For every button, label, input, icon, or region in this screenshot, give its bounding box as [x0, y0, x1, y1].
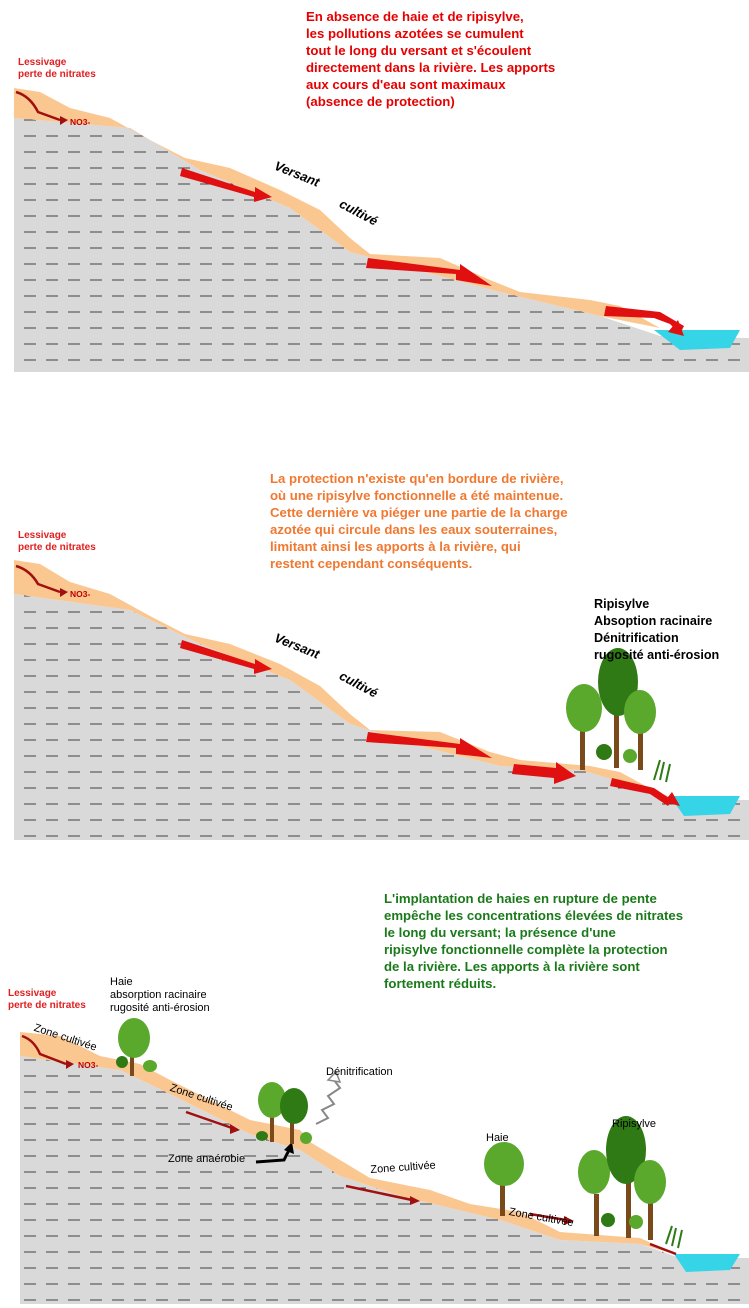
hedge-lower-trees: [484, 1142, 524, 1216]
ripisylve-functions-label: Ripisylve Absoption racinaire Dénitrific…: [594, 597, 720, 662]
river-water: [670, 796, 740, 816]
denitrification-zigzag: [315, 1079, 342, 1125]
arrow-3: [604, 306, 684, 334]
panel-ripisylve-only: La protection n'existe qu'en bordure de …: [0, 460, 749, 850]
arrow-2: [366, 732, 492, 758]
river-water: [654, 330, 740, 350]
no3-label-1: NO3-: [70, 117, 91, 127]
arrow-4: [610, 778, 672, 806]
arrow-2: [366, 258, 492, 286]
river-water: [674, 1254, 740, 1272]
denitrification-label: Dénitrification: [326, 1066, 393, 1078]
ripisylve-trees: [566, 648, 671, 783]
panel-no-protection: En absence de haie et de ripisylve, les …: [0, 0, 749, 380]
panel-hedges-and-ripisylve: L'implantation de haies en rupture de pe…: [0, 860, 749, 1308]
panel2-description: La protection n'existe qu'en bordure de …: [270, 471, 568, 571]
arrow-1: [180, 640, 272, 674]
hedge-top-trees: [116, 1018, 157, 1076]
slope-scene-3: [20, 1018, 749, 1304]
soil-layer: [14, 560, 680, 800]
slope-scene-2: [14, 560, 749, 840]
no3-label-2: NO3-: [70, 589, 91, 599]
slope-scene-1: [14, 88, 749, 372]
runoff-arrows: [15, 90, 61, 122]
panel1-description: En absence de haie et de ripisylve, les …: [306, 9, 556, 109]
ripisylve-label: Ripisylve: [612, 1118, 657, 1130]
haie-top-label: Haie absorption racinaire rugosité anti-…: [110, 976, 210, 1014]
zone-anaerobie-label: Zone anaérobie: [168, 1153, 246, 1165]
lessivage-label-3: Lessivage perte de nitrates: [8, 988, 86, 1011]
arrow-1: [180, 168, 272, 202]
panel3-description: L'implantation de haies en rupture de pe…: [384, 891, 684, 991]
no3-label-3: NO3-: [78, 1060, 99, 1070]
arrow-small: [60, 116, 68, 125]
soil-layer: [14, 88, 660, 328]
arrow-3: [512, 762, 576, 784]
anaerobie-arrow: [255, 1147, 292, 1164]
lessivage-label-2: Lessivage perte de nitrates: [18, 530, 96, 553]
lessivage-label-1: Lessivage perte de nitrates: [18, 57, 96, 80]
hedge-middle-trees: [256, 1082, 312, 1144]
haie-label: Haie: [486, 1132, 509, 1144]
soil-layer: [20, 1032, 680, 1256]
ripisylve-trees: [578, 1116, 683, 1249]
